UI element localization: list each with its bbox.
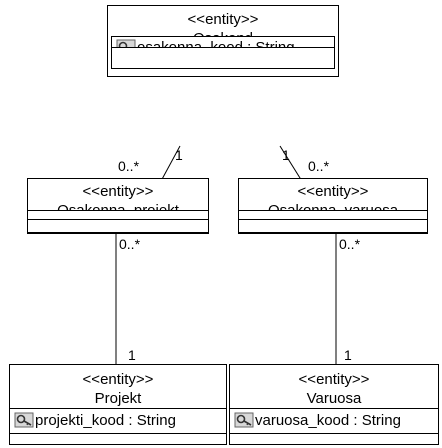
- attribute-text: projekti_kood : String: [35, 412, 176, 429]
- operations-section: [229, 433, 439, 445]
- entity-stereotype: <<entity>>: [82, 183, 154, 200]
- multiplicity-osakond-varuosa-one: 1: [282, 147, 290, 163]
- multiplicity-projekt-link-one: 1: [128, 347, 136, 363]
- attribute-row: projekti_kood : String: [10, 409, 226, 433]
- entity-osakonna-projekt[interactable]: <<entity>> Osakonna_projekt: [27, 178, 209, 234]
- multiplicity-osakond-projekt-many: 0..*: [118, 158, 140, 174]
- operations-section: [111, 47, 335, 69]
- multiplicity-projekt-link-many: 0..*: [119, 236, 141, 252]
- attribute-row: varuosa_kood : String: [230, 409, 438, 433]
- multiplicity-osakond-varuosa-many: 0..*: [308, 158, 330, 174]
- attributes-section: projekti_kood : String: [9, 408, 227, 434]
- entity-osakond[interactable]: <<entity>> Osakond osakonna_kood : Strin…: [107, 5, 339, 77]
- operations-section: [238, 219, 428, 233]
- operations-section: [9, 433, 227, 445]
- entity-name: Projekt: [94, 390, 142, 407]
- attributes-section: varuosa_kood : String: [229, 408, 439, 434]
- entity-name: Varuosa: [306, 390, 362, 407]
- primary-key-icon: [14, 412, 34, 428]
- entity-varuosa[interactable]: <<entity>> Varuosa varuosa_kood : String: [229, 364, 439, 445]
- multiplicity-varuosa-link-many: 0..*: [339, 236, 361, 252]
- entity-varuosa-header: <<entity>> Varuosa: [230, 370, 438, 408]
- attribute-text: varuosa_kood : String: [255, 412, 401, 429]
- entity-stereotype: <<entity>>: [187, 11, 259, 28]
- multiplicity-osakond-projekt-one: 1: [175, 147, 183, 163]
- entity-stereotype: <<entity>>: [82, 371, 154, 388]
- entity-projekt[interactable]: <<entity>> Projekt projekti_kood : Strin…: [9, 364, 227, 445]
- operations-section: [27, 219, 209, 233]
- primary-key-icon: [234, 412, 254, 428]
- entity-osakonna-varuosa[interactable]: <<entity>> Osakonna_varuosa: [238, 178, 428, 234]
- entity-projekt-header: <<entity>> Projekt: [10, 370, 226, 408]
- multiplicity-varuosa-link-one: 1: [344, 347, 352, 363]
- entity-stereotype: <<entity>>: [298, 371, 370, 388]
- entity-stereotype: <<entity>>: [297, 183, 369, 200]
